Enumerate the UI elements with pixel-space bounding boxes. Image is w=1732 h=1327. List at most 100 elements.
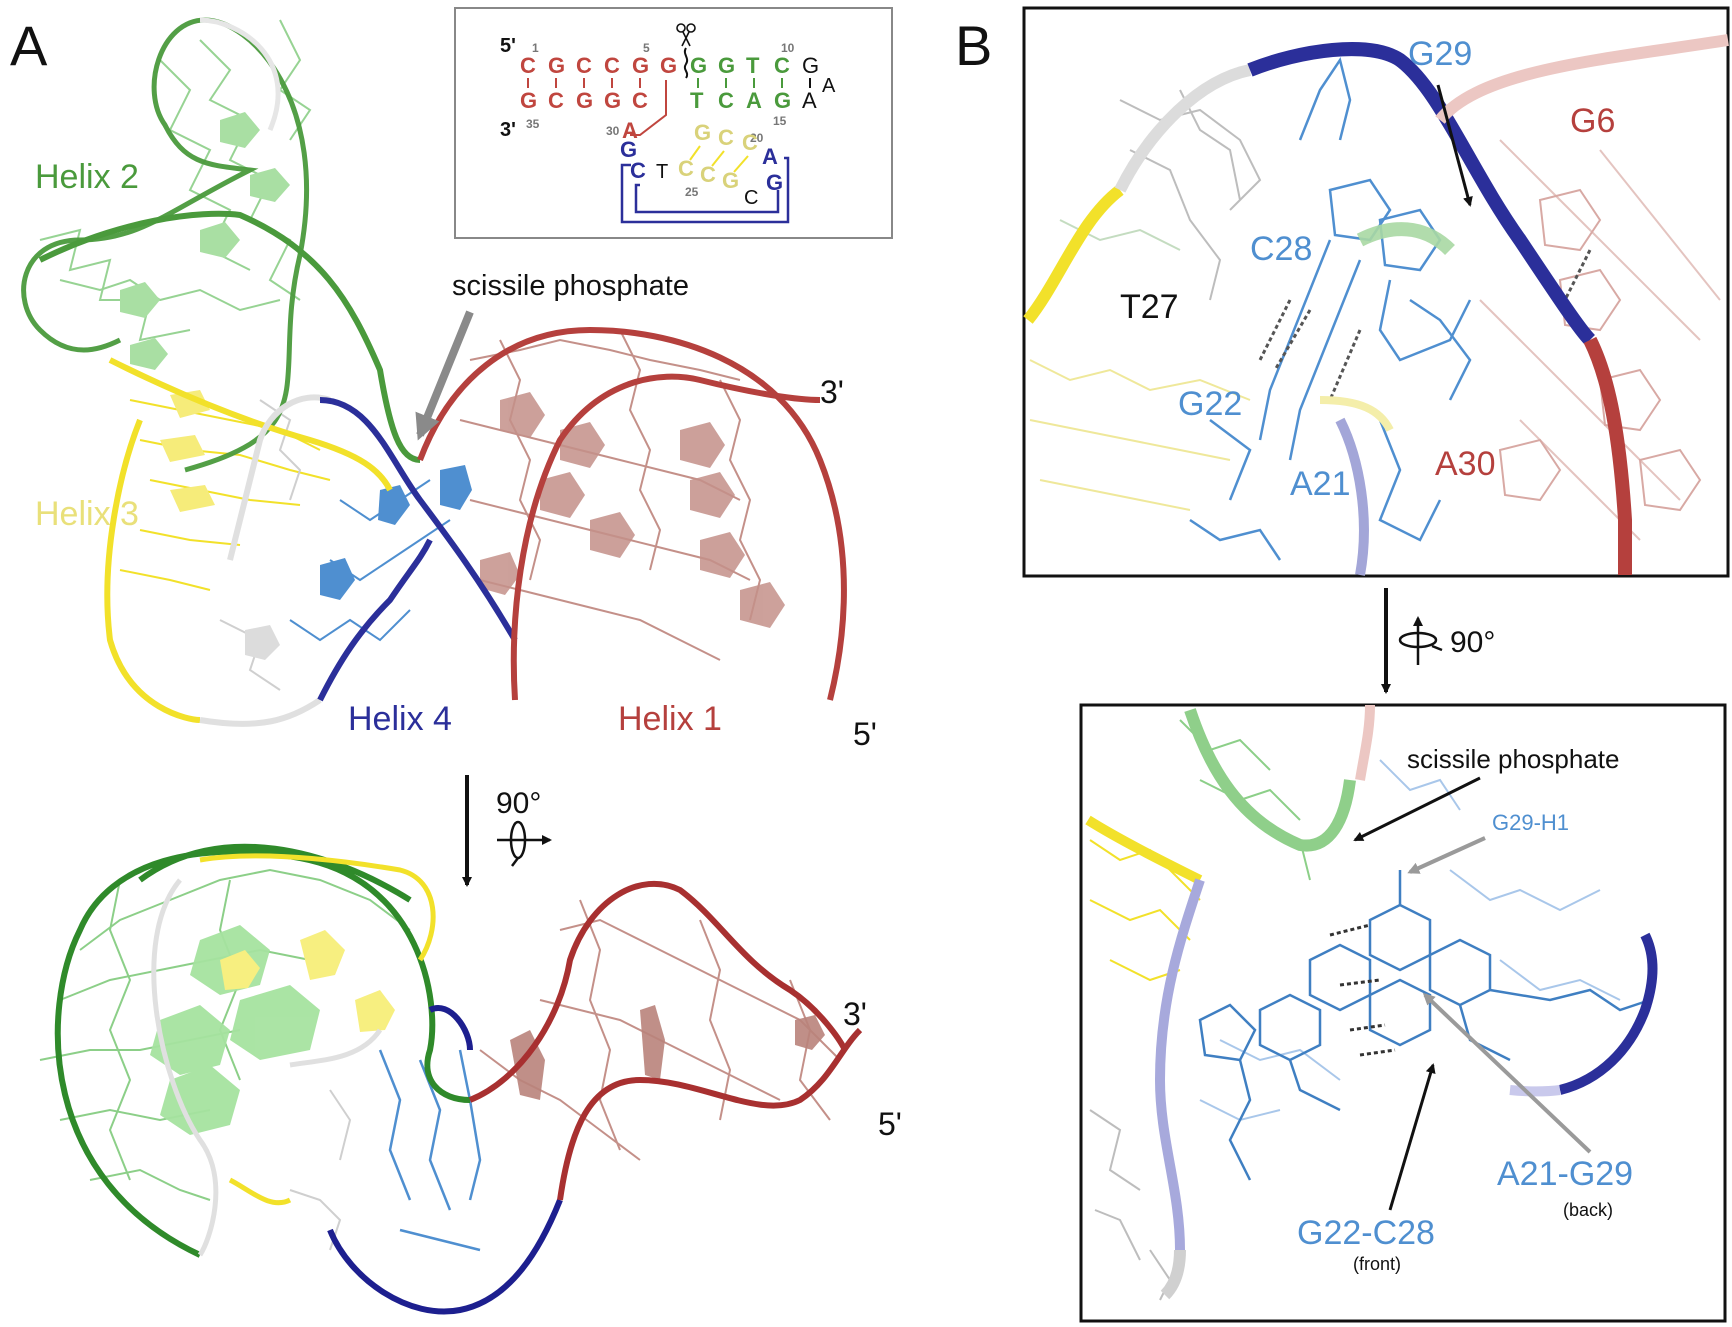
inset-bottom-row: G C G G C T C A G A (520, 88, 817, 113)
bottom-helix1-backbone-2 (557, 1027, 863, 1201)
inset-helix3: G C C C C G C (678, 120, 758, 209)
b-top-yellow-backbone (1023, 185, 1124, 324)
helix2-bases (120, 112, 290, 370)
nt-g8: G (718, 53, 735, 78)
b-bottom-lavender-backbone (1154, 878, 1205, 1251)
nt-c19: C (742, 130, 758, 155)
nt-g2: G (548, 53, 565, 78)
rotation-a-label: 90° (496, 787, 541, 820)
helix3-label: Helix 3 (35, 495, 139, 533)
helix4-backbone (317, 397, 518, 702)
a21g29-arrow (1422, 992, 1592, 1154)
bottom-yellow-backbone (199, 853, 436, 1206)
inset-3prime: 3' (500, 119, 516, 141)
bottom-green-backbone (54, 843, 471, 1258)
panel-b-bottom-box: scissile phosphate G29-H1 A21-G29 (back)… (1079, 703, 1727, 1323)
inset-n1: 1 (532, 41, 539, 55)
label-scissile-b: scissile phosphate (1407, 744, 1619, 774)
label-front: (front) (1353, 1254, 1401, 1274)
inset-frame (454, 7, 893, 239)
g29h1-arrow (1407, 836, 1486, 874)
bottom-blue-backbone (327, 1005, 563, 1315)
label-c28: C28 (1250, 230, 1312, 268)
nt-g13: G (774, 88, 791, 113)
b-top-red-sticks (1498, 188, 1702, 512)
helix2-white-start (199, 17, 281, 131)
scissors-icon (676, 23, 696, 79)
bottom-helix1-backbone (468, 880, 848, 1103)
panel-b-label: B (955, 14, 992, 77)
b-top-green-backbone (1356, 222, 1455, 256)
scissile-arrow (415, 310, 474, 441)
b-top-helix4-backbone (1247, 42, 1596, 345)
label-a21g29: A21-G29 (1497, 1155, 1633, 1193)
bottom-blue-sticks (378, 1049, 482, 1252)
helix4-bases (320, 465, 472, 600)
top-3prime-label: 3' (820, 374, 844, 410)
scissile-label: scissile phosphate (452, 270, 689, 302)
bottom-5prime-label: 5' (878, 1106, 902, 1142)
panel-b-top-box: G29 G6 C28 T27 G22 A21 A30 (1022, 6, 1730, 578)
bottom-white-backbone (151, 878, 383, 1257)
helix2-backbone (21, 17, 310, 473)
b-top-hbonds (1258, 249, 1592, 401)
nt-c31: C (632, 88, 648, 113)
helix3-sticks (119, 399, 331, 591)
rotation-icon-a (497, 820, 552, 867)
inset-n5: 5 (643, 41, 650, 55)
secondary-structure-inset: 5' 1 5 10 15 20 25 30 35 C G C C G G G G… (454, 7, 893, 239)
nt-c28: C (630, 158, 646, 183)
b-bottom-hbonds (1329, 923, 1396, 1057)
nt-g17: G (694, 120, 711, 145)
helix1-label: Helix 1 (618, 700, 722, 738)
nt-g11: G (802, 53, 819, 78)
bottom-helix1-bases (510, 1005, 825, 1100)
nt-g32: G (604, 88, 621, 113)
bottom-yellow-bases (220, 930, 395, 1032)
helix2-backbone-lower (38, 210, 421, 463)
nt-c3: C (576, 53, 592, 78)
b-top-blue-lower (1335, 417, 1369, 576)
label-back: (back) (1563, 1200, 1613, 1220)
helix3-bases (160, 390, 215, 512)
inset-5prime: 5' (500, 35, 516, 57)
nt-c15: C (718, 88, 734, 113)
scissile-b-arrow (1353, 776, 1481, 842)
bottom-white-sticks (289, 1089, 352, 1251)
white-base (245, 625, 280, 660)
helix4-label: Helix 4 (348, 700, 452, 738)
nt-g24: G (722, 168, 739, 193)
b-top-helix1-backbone (1583, 336, 1632, 575)
helix2-label: Helix 2 (35, 158, 139, 196)
helix4-bracket (620, 156, 790, 224)
nt-c23: C (744, 187, 758, 209)
nt-a14: A (746, 88, 762, 113)
nt-t9: T (746, 53, 760, 78)
nt-a30: A (622, 118, 638, 143)
bottom-helix1-sticks (479, 899, 841, 1161)
label-g6: G6 (1570, 102, 1615, 140)
b-top-white-sticks (1119, 89, 1262, 301)
helix1-backbone (417, 326, 847, 701)
nt-g6: G (660, 53, 677, 78)
a30-connector (630, 80, 667, 136)
b-bottom-blue-rings (1198, 870, 1651, 1181)
b-bottom-green-backbone (1184, 708, 1356, 852)
rotation-b-label: 90° (1450, 626, 1495, 659)
b-bottom-yellow-backbone (1085, 815, 1203, 885)
nt-a21: A (762, 144, 778, 169)
nt-t16: T (690, 88, 704, 113)
g22c28-arrow (1388, 1063, 1436, 1211)
label-g29: G29 (1408, 35, 1472, 73)
nt-c18: C (718, 125, 734, 150)
inset-n15: 15 (773, 114, 787, 128)
helix3-backbone (104, 357, 393, 723)
nt-g29: G (620, 137, 637, 162)
b-bottom-right-fade (1509, 1085, 1561, 1097)
label-a30: A30 (1435, 445, 1496, 483)
b-top-white-backbone (1114, 64, 1252, 193)
white-backbone (199, 394, 331, 727)
inset-n35: 35 (526, 117, 540, 131)
nt-g7: G (690, 53, 707, 78)
